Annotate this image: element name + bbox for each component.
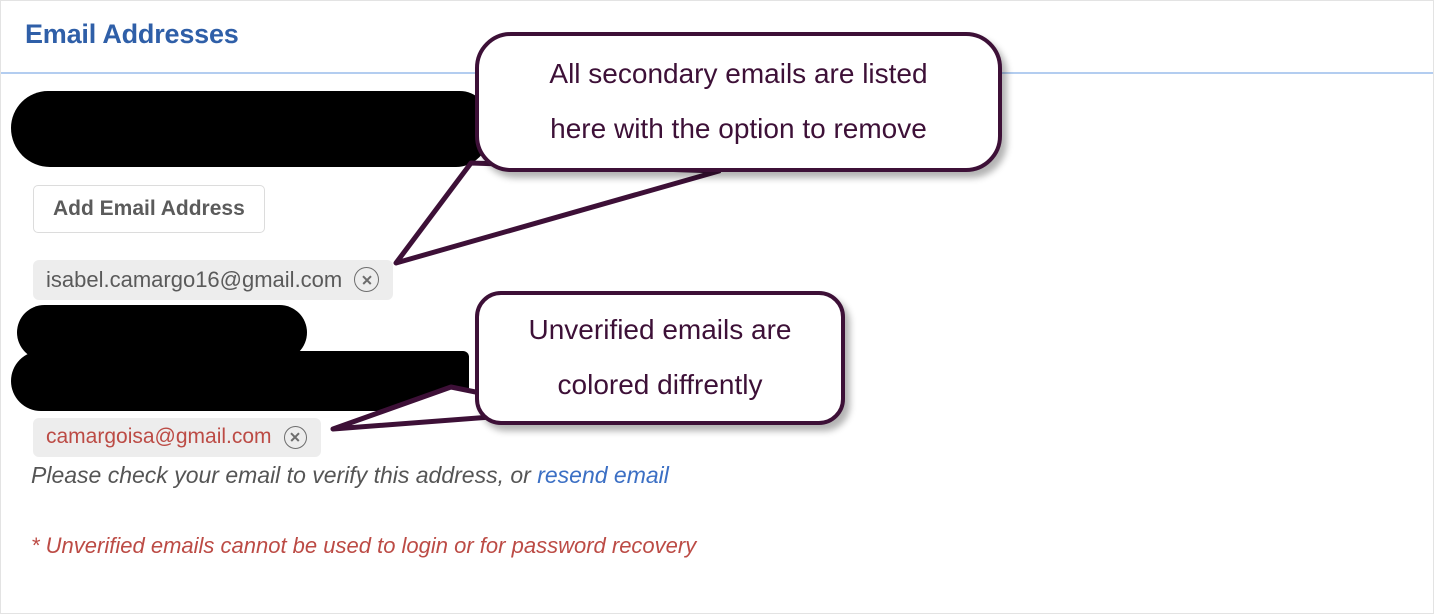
email-chip-unverified[interactable]: camargoisa@gmail.com (33, 418, 321, 458)
page-title: Email Addresses (25, 19, 239, 49)
redaction-bar-secondary-top (17, 305, 307, 360)
email-address-label: isabel.camargo16@gmail.com (46, 267, 343, 292)
callout-unverified-color: Unverified emails are colored diffrently (475, 291, 845, 425)
callout-secondary-emails: All secondary emails are listed here wit… (475, 32, 1002, 172)
redaction-bar-secondary-bottom (11, 351, 469, 411)
email-chip-verified[interactable]: isabel.camargo16@gmail.com (33, 260, 394, 301)
close-circle-icon[interactable] (283, 425, 307, 449)
close-circle-icon[interactable] (354, 267, 380, 293)
unverified-warning-note: * Unverified emails cannot be used to lo… (31, 533, 697, 558)
email-address-label: camargoisa@gmail.com (46, 425, 272, 448)
verify-note-text: Please check your email to verify this a… (31, 462, 531, 488)
redaction-bar-primary-email (11, 91, 489, 167)
callout-line: All secondary emails are listed (549, 58, 928, 90)
resend-email-link[interactable]: resend email (537, 462, 669, 488)
add-email-address-button[interactable]: Add Email Address (33, 185, 265, 233)
callout-line: colored diffrently (557, 369, 763, 400)
callout-line: Unverified emails are (528, 314, 792, 346)
verify-note: Please check your email to verify this a… (31, 462, 669, 489)
callout-line: here with the option to remove (550, 113, 927, 144)
